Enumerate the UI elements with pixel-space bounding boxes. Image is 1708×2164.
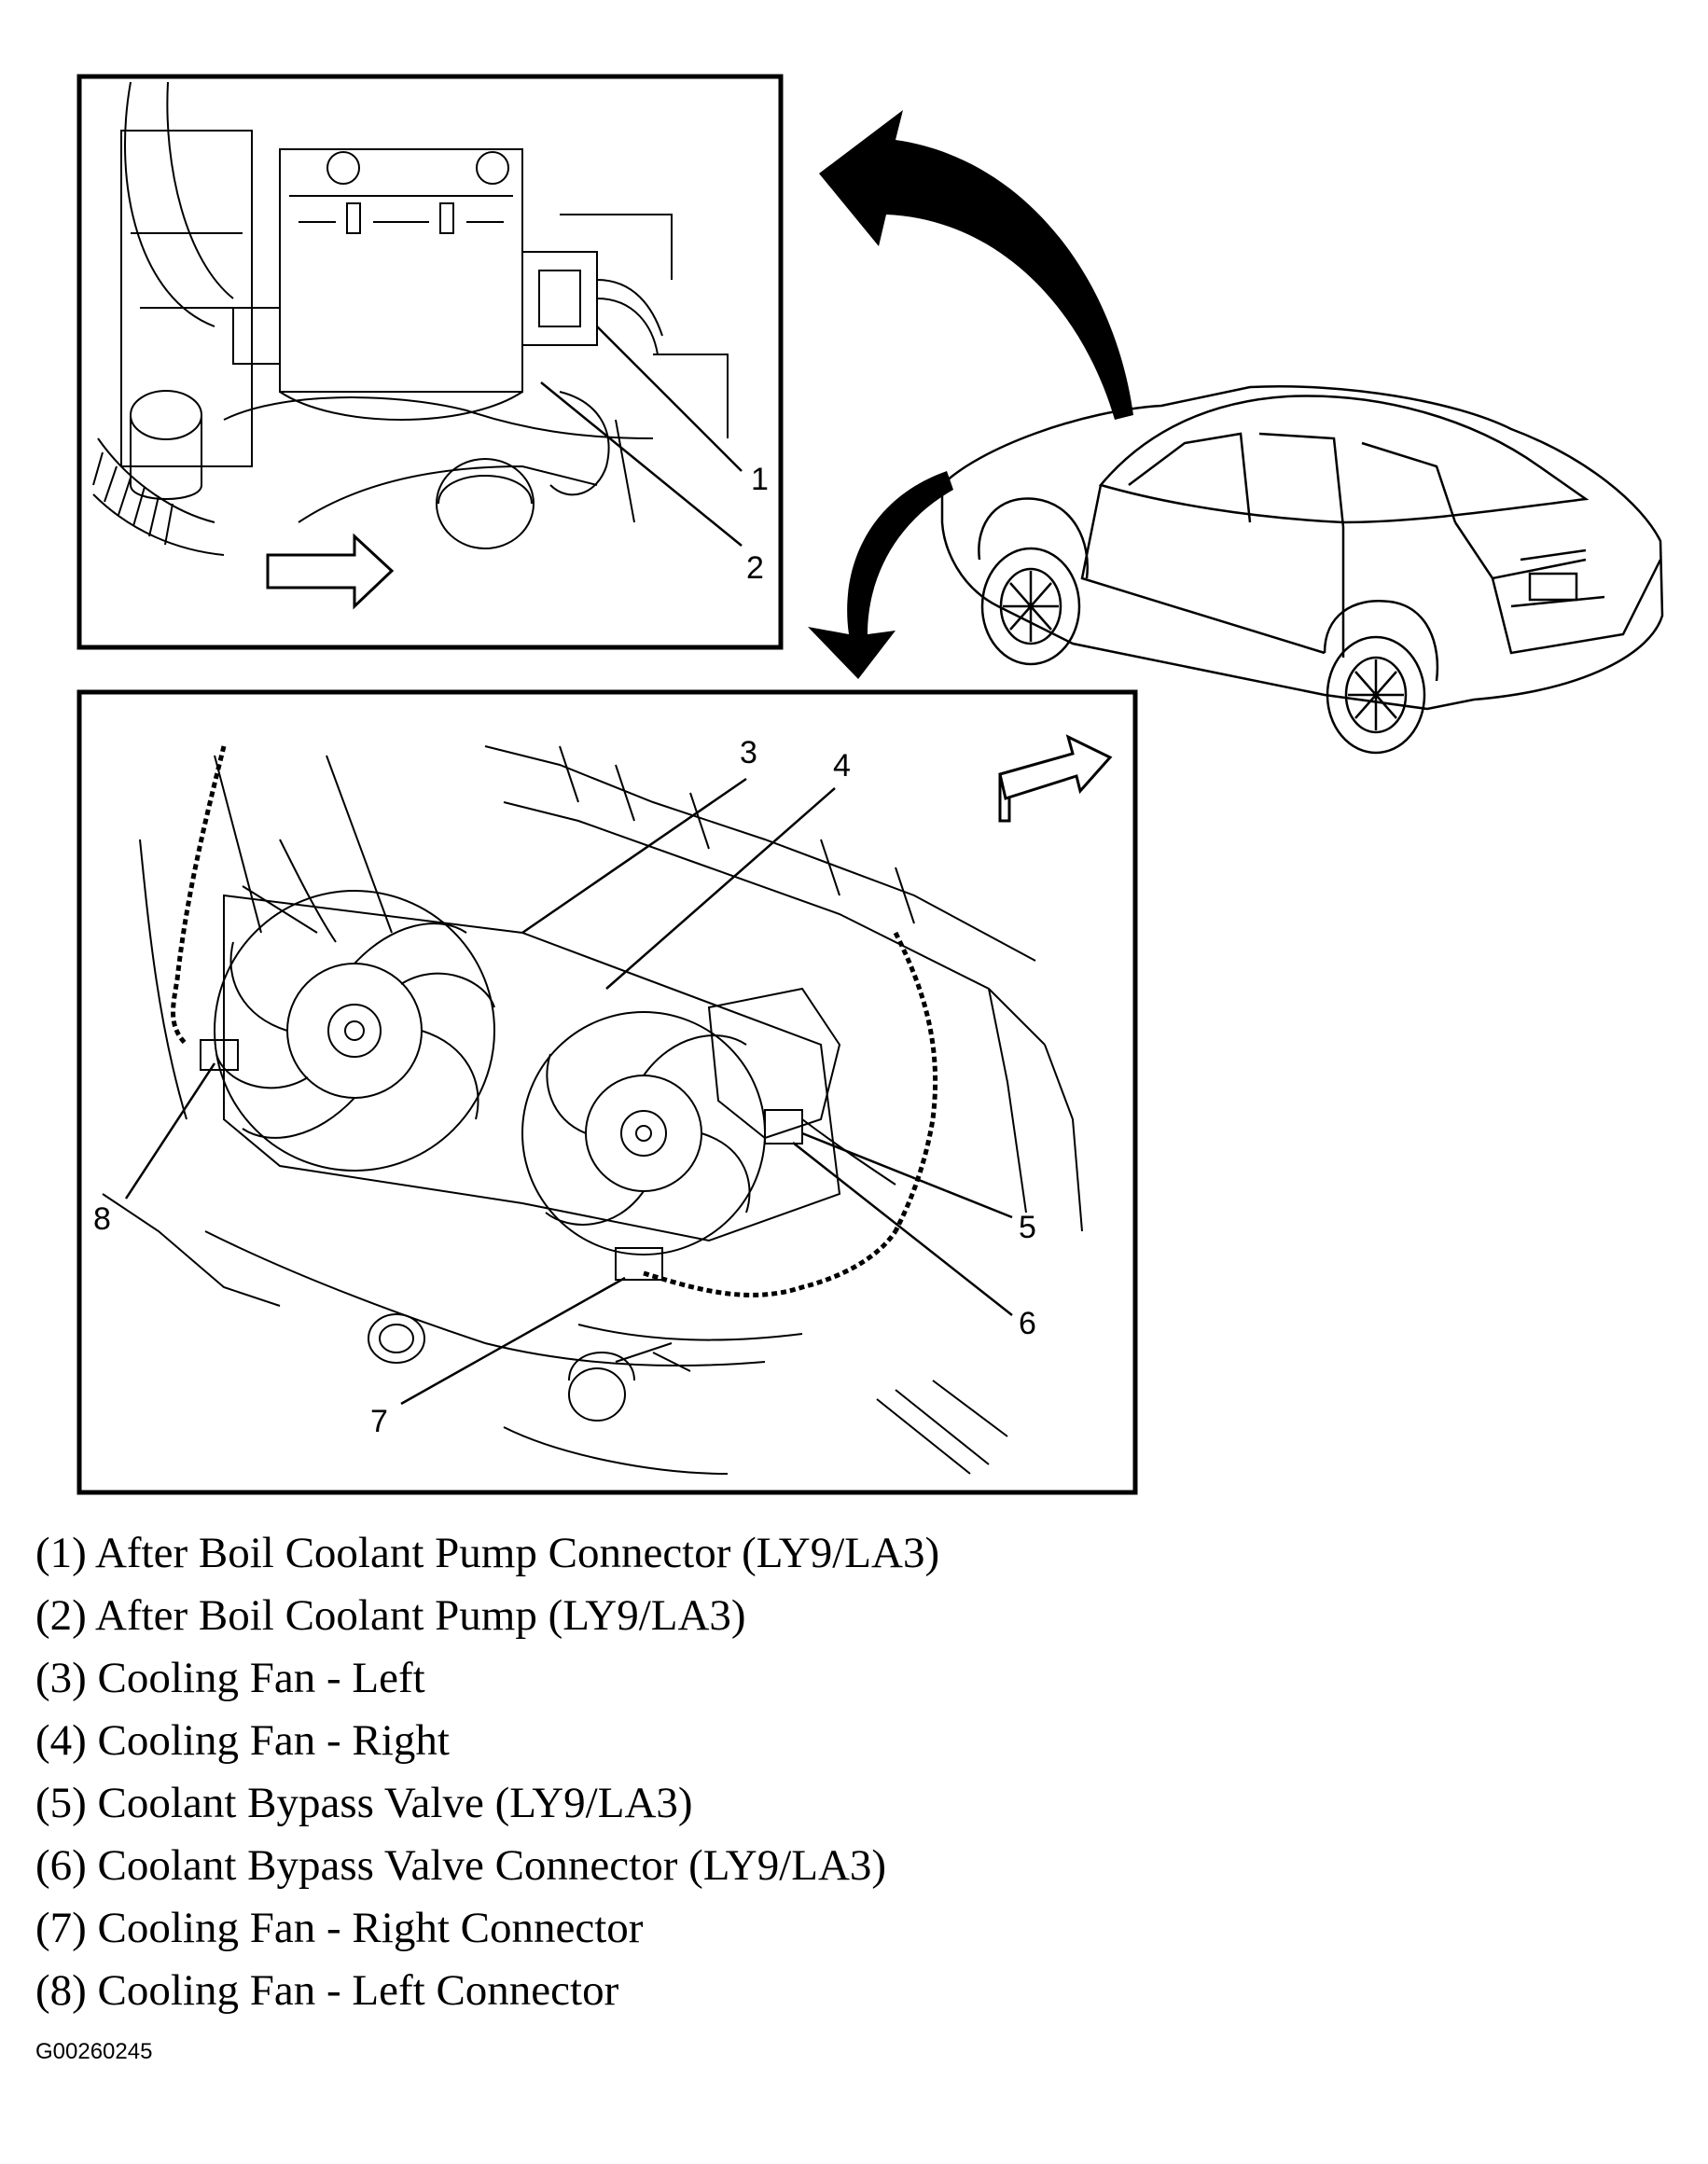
callout-4: 4 bbox=[833, 748, 851, 784]
component-legend: (1) After Boil Coolant Pump Connector (L… bbox=[35, 1522, 939, 2022]
legend-item: (2) After Boil Coolant Pump (LY9/LA3) bbox=[35, 1591, 746, 1640]
callout-3: 3 bbox=[740, 735, 757, 770]
vehicle-illustration bbox=[942, 386, 1662, 753]
legend-item: (7) Cooling Fan - Right Connector bbox=[35, 1904, 644, 1952]
callout-1: 1 bbox=[751, 462, 769, 497]
figure-id: G00260245 bbox=[35, 2039, 153, 2064]
callout-8: 8 bbox=[93, 1201, 111, 1237]
legend-item: (5) Coolant Bypass Valve (LY9/LA3) bbox=[35, 1779, 693, 1827]
callout-6: 6 bbox=[1019, 1306, 1036, 1341]
fan-detail-panel bbox=[79, 692, 1135, 1492]
callout-7: 7 bbox=[370, 1404, 388, 1439]
legend-item: (6) Coolant Bypass Valve Connector (LY9/… bbox=[35, 1841, 887, 1890]
view-arrow-down bbox=[808, 471, 953, 679]
callout-5: 5 bbox=[1019, 1210, 1036, 1245]
legend-item: (1) After Boil Coolant Pump Connector (L… bbox=[35, 1529, 940, 1577]
callout-2: 2 bbox=[746, 550, 764, 586]
legend-item: (3) Cooling Fan - Left bbox=[35, 1654, 425, 1702]
view-arrow-up bbox=[819, 110, 1133, 420]
legend-item: (4) Cooling Fan - Right bbox=[35, 1716, 450, 1765]
pump-detail-panel bbox=[79, 76, 781, 647]
component-locator-diagram: 1 2 bbox=[0, 0, 1708, 1511]
legend-item: (8) Cooling Fan - Left Connector bbox=[35, 1966, 619, 2015]
